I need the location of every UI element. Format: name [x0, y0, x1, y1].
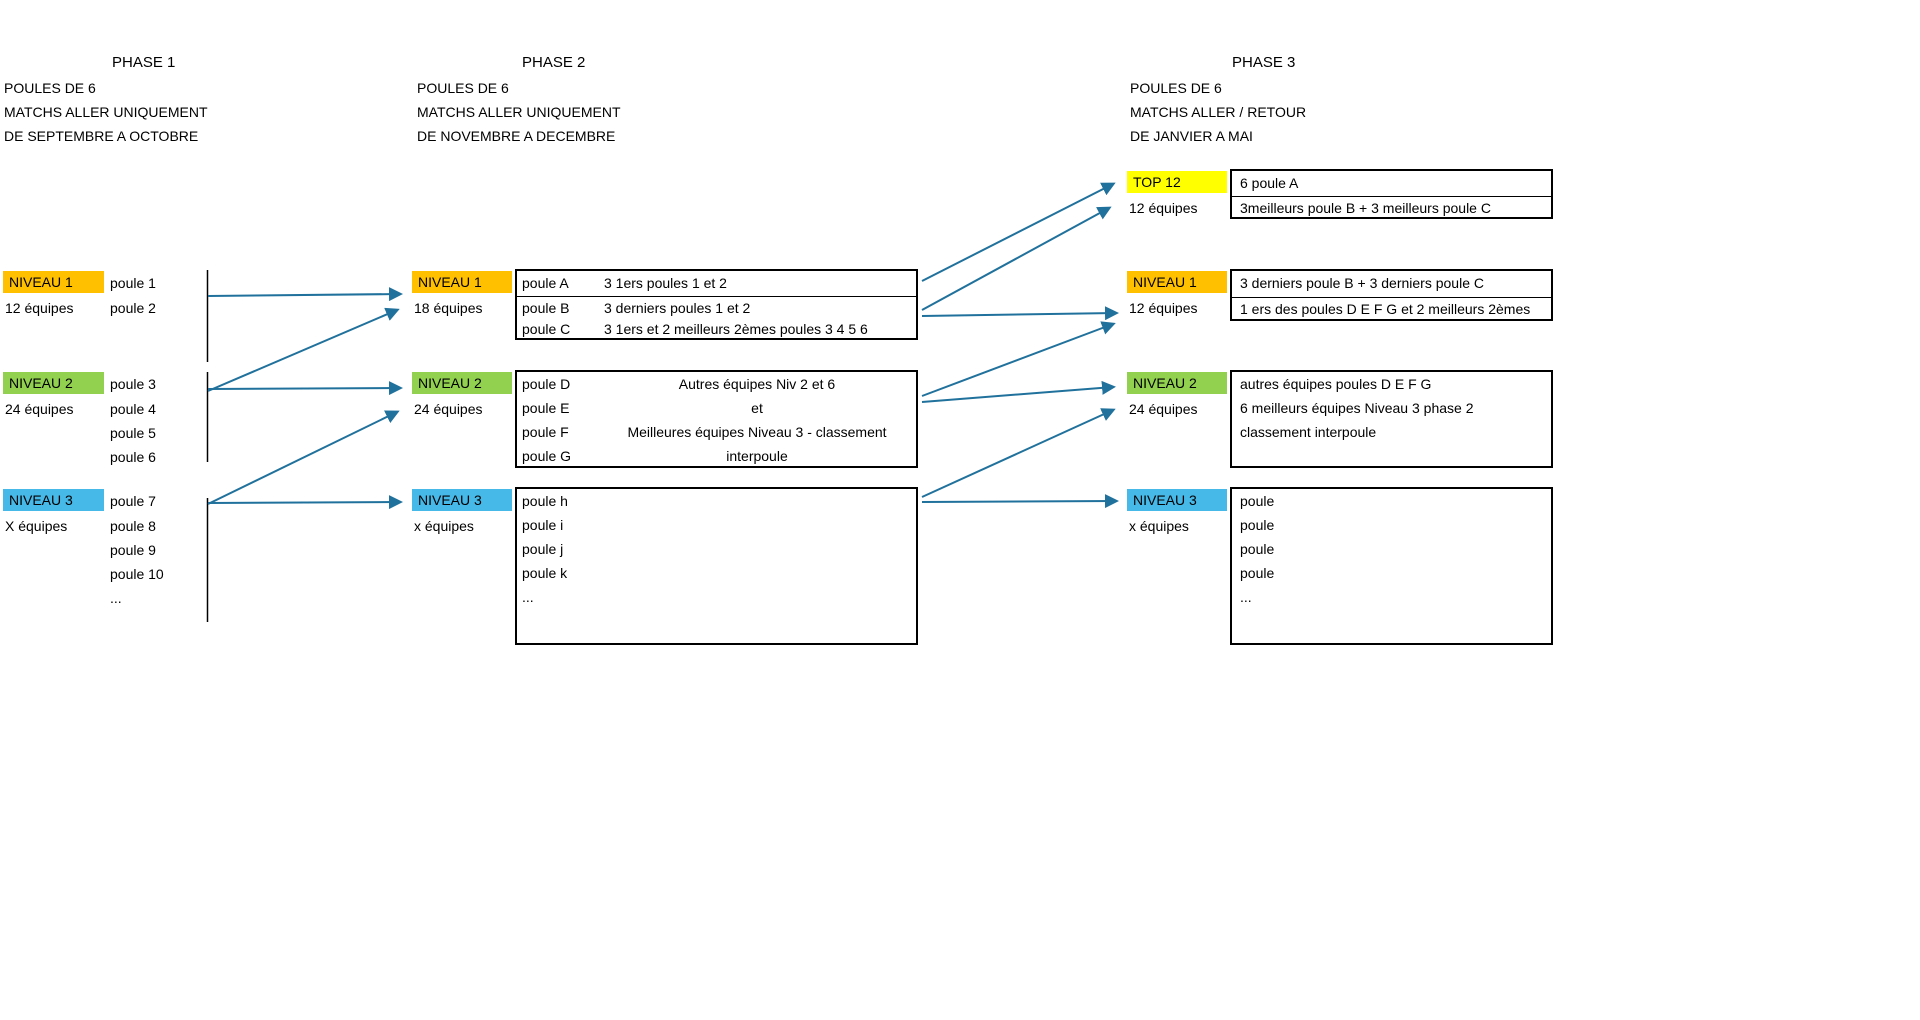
phase2-subtitle-poules: POULES DE 6: [417, 80, 509, 96]
phase3-niveau1-label: NIVEAU 1: [1127, 271, 1227, 293]
phase3-niveau2-line: classement interpoule: [1240, 424, 1377, 440]
phase3-niveau1-equipes: 12 équipes: [1129, 300, 1198, 316]
phase2-niveau1-equipes: 18 équipes: [414, 300, 483, 316]
phase2-poule-g: poule G: [522, 448, 572, 464]
arrow-n1-to-top12: [921, 182, 1116, 282]
phase3-niveau3-equipes: x équipes: [1129, 518, 1189, 534]
arrow-n2-to-n2: [207, 381, 403, 396]
phase2-poule-c: poule C: [522, 321, 571, 337]
phase2-poule-a-desc: 3 1ers poules 1 et 2: [604, 275, 727, 291]
phase1-niveau3-poule: poule 10: [110, 566, 164, 582]
phase1-niveau2-equipes: 24 équipes: [5, 401, 74, 417]
phase2-niveau2-desc: Meilleures équipes Niveau 3 - classement: [627, 424, 887, 440]
phase3-niveau3-line: ...: [1240, 589, 1252, 605]
phase2-niveau3-equipes: x équipes: [414, 518, 474, 534]
phase3-niveau3-line: poule: [1240, 493, 1275, 509]
phase2-poule-j: poule j: [522, 541, 564, 557]
phase2-poule-f: poule F: [522, 424, 569, 440]
box-divider: [1232, 196, 1551, 197]
phase1-niveau2-poule: poule 3: [110, 376, 156, 392]
phase3-niveau2-box: autres équipes poules D E F G 6 meilleur…: [1230, 370, 1553, 468]
phase2-poule-more: ...: [522, 589, 534, 605]
phase2-niveau3-box: poule h poule i poule j poule k ...: [515, 487, 918, 645]
phase2-niveau1-label: NIVEAU 1: [412, 271, 512, 293]
phase1-niveau3-poule: poule 9: [110, 542, 156, 558]
phase3-top12-label: TOP 12: [1127, 171, 1227, 193]
phase2-poule-b: poule B: [522, 300, 570, 316]
phase1-niveau3-label: NIVEAU 3: [3, 489, 104, 511]
phase3-title: PHASE 3: [1232, 54, 1296, 71]
arrow-n1-to-n1: [921, 306, 1119, 321]
phase3-niveau3-label: NIVEAU 3: [1127, 489, 1227, 511]
phase3-niveau2-line: autres équipes poules D E F G: [1240, 376, 1432, 392]
phase1-niveau2-poule: poule 5: [110, 425, 156, 441]
phase2-subtitle-periode: DE NOVEMBRE A DECEMBRE: [417, 128, 616, 144]
arrow-n3-to-n2: [921, 408, 1116, 498]
arrows-phase2-to-phase3: [921, 182, 1119, 509]
phase3-niveau2-line: 6 meilleurs équipes Niveau 3 phase 2: [1240, 400, 1474, 416]
phase2-poule-h: poule h: [522, 493, 568, 509]
arrows-phase1-to-phase2: [207, 287, 403, 510]
phase1-niveau2-label: NIVEAU 2: [3, 372, 104, 394]
phase3-top12-box: 6 poule A 3meilleurs poule B + 3 meilleu…: [1230, 169, 1553, 219]
phase1-niveau2-poule: poule 4: [110, 401, 156, 417]
phase1-niveau2-poule: poule 6: [110, 449, 156, 465]
arrow-n2-to-n1: [207, 307, 400, 392]
phase1-subtitle-matchs: MATCHS ALLER UNIQUEMENT: [4, 104, 208, 120]
phase3-niveau2-label: NIVEAU 2: [1127, 372, 1227, 394]
arrow-n2-to-n2: [921, 380, 1116, 403]
phase2-poule-d: poule D: [522, 376, 571, 392]
phase3-subtitle-matchs: MATCHS ALLER / RETOUR: [1130, 104, 1307, 120]
box-divider: [1232, 297, 1551, 298]
phase2-poule-k: poule k: [522, 565, 568, 581]
phase1-subtitle-periode: DE SEPTEMBRE A OCTOBRE: [4, 128, 199, 144]
arrow-n3-to-n2: [207, 410, 400, 505]
phase3-niveau3-line: poule: [1240, 541, 1275, 557]
phase2-subtitle-matchs: MATCHS ALLER UNIQUEMENT: [417, 104, 621, 120]
phase1-niveau1-equipes: 12 équipes: [5, 300, 74, 316]
phase1-niveau3-poule: poule 7: [110, 493, 156, 509]
phase3-niveau1-line: 3 derniers poule B + 3 derniers poule C: [1240, 275, 1484, 291]
phase3-niveau3-line: poule: [1240, 565, 1275, 581]
phase2-niveau3-label: NIVEAU 3: [412, 489, 512, 511]
phase2-niveau2-equipes: 24 équipes: [414, 401, 483, 417]
phase1-subtitle-poules: POULES DE 6: [4, 80, 96, 96]
phase3-subtitle-poules: POULES DE 6: [1130, 80, 1222, 96]
phase2-niveau2-desc: et: [751, 400, 763, 416]
box-divider: [517, 296, 916, 297]
arrow-n1-to-n1: [207, 287, 403, 302]
phase1-niveau1-poule: poule 2: [110, 300, 156, 316]
phase2-niveau2-box: poule D poule E poule F poule G Autres é…: [515, 370, 918, 468]
phase2-niveau1-box: poule A 3 1ers poules 1 et 2 poule B 3 d…: [515, 269, 918, 340]
phase3-niveau1-box: 3 derniers poule B + 3 derniers poule C …: [1230, 269, 1553, 321]
phase2-poule-i: poule i: [522, 517, 564, 533]
phase1-niveau3-poule: ...: [110, 590, 122, 606]
arrow-n3-to-n3: [921, 494, 1119, 509]
phase3-niveau3-box: poule poule poule poule ...: [1230, 487, 1553, 645]
arrow-n3-to-n3: [207, 495, 403, 510]
phase3-top12-line: 6 poule A: [1240, 175, 1299, 191]
phase1-niveau1-poule: poule 1: [110, 275, 156, 291]
phase1-title: PHASE 1: [112, 54, 176, 71]
phase2-niveau2-desc: Autres équipes Niv 2 et 6: [678, 376, 836, 392]
phase3-niveau2-equipes: 24 équipes: [1129, 401, 1198, 417]
phase2-poule-b-desc: 3 derniers poules 1 et 2: [604, 300, 751, 316]
phase3-niveau1-line: 1 ers des poules D E F G et 2 meilleurs …: [1240, 301, 1531, 317]
phase2-title: PHASE 2: [522, 54, 586, 71]
phase1-niveau1-label: NIVEAU 1: [3, 271, 104, 293]
phase2-poule-c-desc: 3 1ers et 2 meilleurs 2èmes poules 3 4 5…: [604, 321, 868, 337]
phase1-niveau3-poule: poule 8: [110, 518, 156, 534]
phase2-poule-a: poule A: [522, 275, 569, 291]
phase2-poule-e: poule E: [522, 400, 570, 416]
arrow-n2-to-n1: [921, 321, 1116, 397]
phase1-niveau3-equipes: X équipes: [5, 518, 68, 534]
phase3-top12-equipes: 12 équipes: [1129, 200, 1198, 216]
phase3-top12-line: 3meilleurs poule B + 3 meilleurs poule C: [1240, 200, 1491, 216]
arrow-n1-to-top12-equipes: [921, 206, 1112, 311]
phase3-niveau3-line: poule: [1240, 517, 1275, 533]
phase2-niveau2-label: NIVEAU 2: [412, 372, 512, 394]
phase3-subtitle-periode: DE JANVIER A MAI: [1130, 128, 1253, 144]
phase2-niveau2-desc: interpoule: [726, 448, 788, 464]
